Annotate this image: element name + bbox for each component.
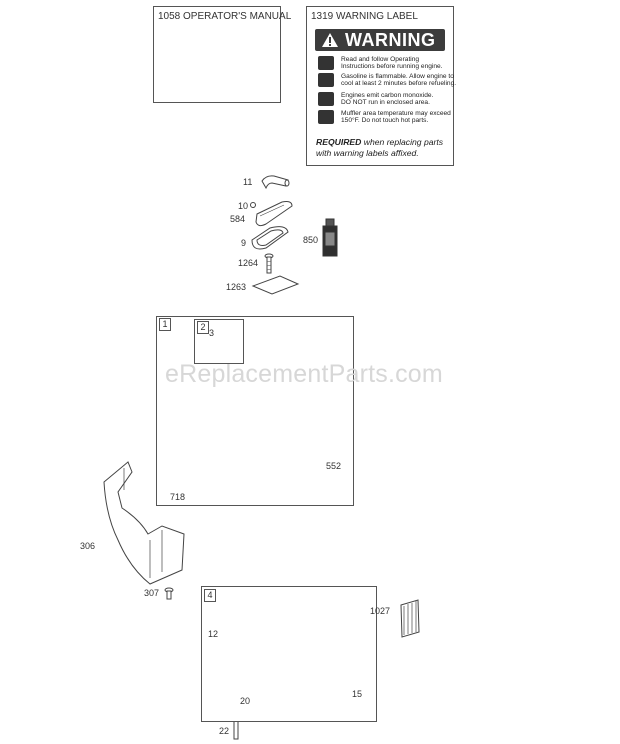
part-label-1263: 1263	[226, 282, 247, 292]
part-label-20: 20	[240, 696, 251, 706]
group-2-tag: 2	[197, 321, 209, 334]
breather-tube-drawing	[261, 175, 290, 190]
part-label-10: 10	[238, 201, 249, 211]
sealant-tube-drawing	[322, 218, 338, 257]
required-rest: when replacing parts	[361, 137, 444, 147]
plate-1263-drawing	[251, 275, 300, 295]
part-label-11: 11	[243, 177, 253, 187]
group-4-box	[201, 586, 377, 722]
part-label-584: 584	[230, 214, 246, 224]
air-guide-drawing	[103, 461, 185, 585]
part-label-307: 307	[144, 588, 160, 598]
part-label-718: 718	[170, 492, 186, 502]
required-bold: REQUIRED	[316, 137, 362, 147]
group-1-tag: 1	[159, 318, 171, 331]
filter-1027-drawing	[400, 599, 420, 638]
screw-1264-drawing	[264, 253, 274, 274]
part-label-22: 22	[219, 726, 230, 736]
warning-row-4: Muffler area temperature may exceed 150°…	[341, 110, 451, 125]
warning-row-1: Read and follow Operating Instructions b…	[341, 56, 443, 71]
required-line2: with warning labels affixed.	[316, 148, 419, 158]
part-label-15: 15	[352, 689, 363, 699]
part-label-12: 12	[208, 629, 219, 639]
part-label-850: 850	[303, 235, 319, 245]
part-label-1027: 1027	[370, 606, 391, 616]
group-3-label: 3	[209, 328, 215, 338]
part-label-9: 9	[241, 238, 247, 248]
watermark: eReplacementParts.com	[165, 360, 443, 388]
manual-box	[153, 6, 281, 103]
required-note: REQUIRED when replacing parts with warni…	[316, 137, 443, 159]
hot-surface-icon	[318, 110, 334, 124]
breather-cover-drawing	[255, 201, 293, 227]
warning-triangle-icon	[322, 33, 338, 47]
part-label-1264: 1264	[238, 258, 259, 268]
warning-row-2: Gasoline is flammable. Allow engine to c…	[341, 73, 457, 88]
gasket-drawing	[251, 226, 289, 250]
screw-307-drawing	[164, 587, 174, 600]
warning-box-title: 1319 WARNING LABEL	[311, 11, 418, 22]
flammable-icon	[318, 73, 334, 87]
part-label-552: 552	[326, 461, 342, 471]
warning-banner: WARNING	[315, 29, 445, 51]
part-label-306: 306	[80, 541, 96, 551]
group-1-box	[156, 316, 354, 506]
manual-box-title: 1058 OPERATOR'S MANUAL	[158, 11, 292, 22]
manual-read-icon	[318, 56, 334, 70]
screw-10-drawing	[250, 202, 256, 208]
warning-heading: WARNING	[345, 30, 436, 50]
group-4-tag: 4	[204, 589, 216, 602]
warning-row-3: Engines emit carbon monoxide. DO NOT run…	[341, 92, 434, 107]
carbon-monoxide-icon	[318, 92, 334, 106]
